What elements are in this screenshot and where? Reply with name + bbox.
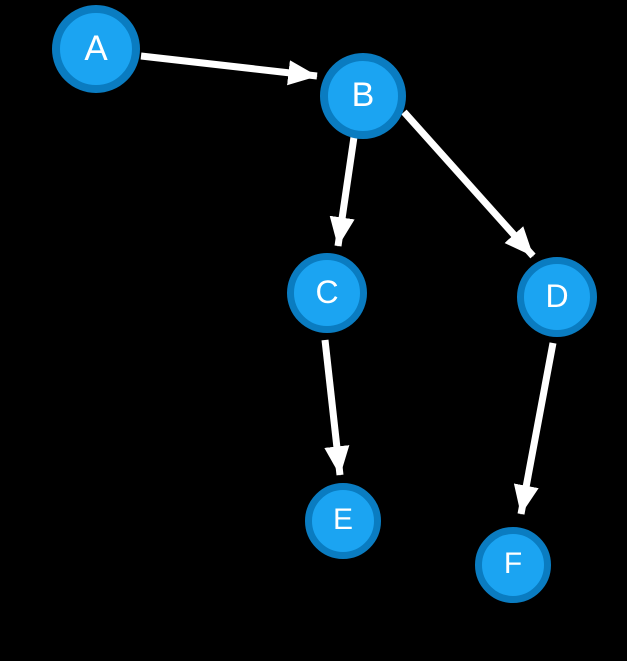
node-A[interactable]: A bbox=[52, 5, 140, 93]
node-label: C bbox=[315, 274, 339, 310]
edge-A-B bbox=[140, 52, 318, 86]
node-B[interactable]: B bbox=[320, 53, 406, 139]
node-label: A bbox=[84, 28, 108, 68]
edge-B-D bbox=[401, 109, 536, 259]
node-label: E bbox=[332, 503, 353, 536]
node-C[interactable]: C bbox=[287, 253, 367, 333]
node-F[interactable]: F bbox=[475, 527, 551, 603]
node-label: B bbox=[351, 76, 375, 114]
node-label: D bbox=[545, 278, 569, 314]
node-D[interactable]: D bbox=[517, 257, 597, 337]
node-E[interactable]: E bbox=[305, 483, 381, 559]
node-label: F bbox=[503, 547, 523, 580]
edge-C-E bbox=[321, 339, 350, 476]
edge-D-F bbox=[513, 342, 557, 515]
edge-B-C bbox=[329, 136, 358, 247]
